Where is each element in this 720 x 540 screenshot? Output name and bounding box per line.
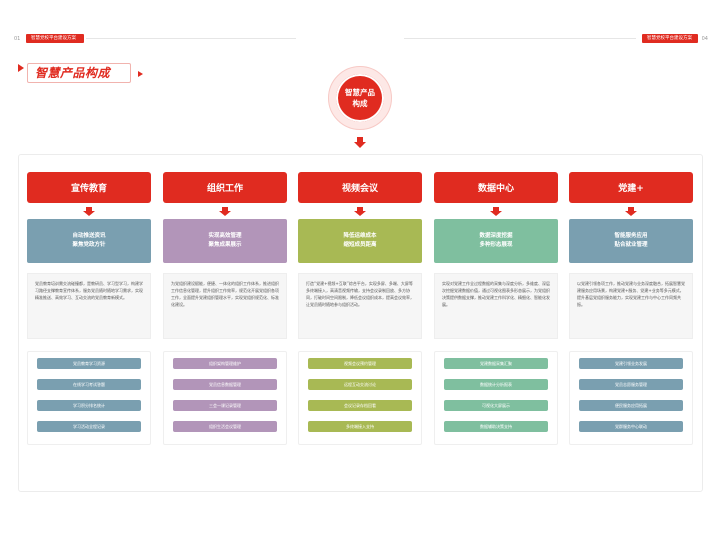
feature-pill: 组织架构管理维护 bbox=[173, 358, 277, 369]
feature-pill: 数据辅助决策支持 bbox=[444, 421, 548, 432]
product-column: 宣传教育自动推送资讯聚焦党政方针党员教育培训需交流碰撞都，是教研员、学习型学习，… bbox=[27, 172, 151, 445]
column-subtitle-box: 降低运维成本缩短成员距离 bbox=[298, 219, 422, 263]
center-down-arrow-icon bbox=[354, 142, 366, 148]
column-subtitle-box: 自动推送资讯聚焦党政方针 bbox=[27, 219, 151, 263]
center-node: 智慧产品构成 bbox=[336, 74, 384, 122]
feature-pill: 多终端接入支持 bbox=[308, 421, 412, 432]
column-subtitle-line: 实现高效管理 bbox=[208, 233, 242, 239]
feature-pill: 会议记录存档回看 bbox=[308, 400, 412, 411]
column-subtitle-line: 贴合就业管理 bbox=[614, 242, 648, 248]
feature-pill: 学习积分排名统计 bbox=[37, 400, 141, 411]
column-description: 为党组织建设赋能，便捷、一体化的组织工作体系，推进组织工作信息化管理，提升组织工… bbox=[163, 273, 287, 339]
column-feature-list: 党建数据采集汇聚数据统计分析报表可视化大屏展示数据辅助决策支持 bbox=[434, 351, 558, 445]
column-feature-list: 党建引领业务发展党员志愿服务管理便民服务应用拓展党群服务中心联动 bbox=[569, 351, 693, 445]
section-title-frame bbox=[27, 63, 131, 83]
down-arrow-icon bbox=[569, 203, 693, 219]
page-number-right: 04 bbox=[701, 36, 708, 42]
section-arrow-icon bbox=[138, 71, 143, 77]
header-tag-left: 智慧党校平台建设方案 bbox=[26, 34, 84, 43]
feature-pill: 远程互动交流讨论 bbox=[308, 379, 412, 390]
product-column: 党建+ 智能服务应用贴合就业管理以党建引领各项工作，推动党建与业务深度融合，拓展智… bbox=[569, 172, 693, 445]
down-arrow-icon bbox=[434, 203, 558, 219]
column-subtitle-line: 智能服务应用 bbox=[614, 233, 648, 239]
feature-pill: 学习活动全程记录 bbox=[37, 421, 141, 432]
section-title: 智慧产品构成 bbox=[35, 66, 111, 80]
column-subtitle-line: 缩短成员距离 bbox=[343, 242, 377, 248]
column-description: 以党建引领各项工作，推动党建与业务深度融合，拓展智慧党建服务应用场景，构建党建+… bbox=[569, 273, 693, 339]
column-description: 打造“党建+视频+互联”综合平台，实现多屏、多端、大屏等多终端接入，高清音视频传… bbox=[298, 273, 422, 339]
column-feature-list: 党员教育学习资源在线学习考试答题学习积分排名统计学习活动全程记录 bbox=[27, 351, 151, 445]
column-feature-list: 组织架构管理维护党员信息数据管理三会一课记录管理组织生活会议管理 bbox=[163, 351, 287, 445]
products-frame bbox=[18, 154, 703, 492]
feature-pill: 党建数据采集汇聚 bbox=[444, 358, 548, 369]
column-title: 数据中心 bbox=[434, 172, 558, 203]
feature-pill: 在线学习考试答题 bbox=[37, 379, 141, 390]
feature-pill: 党群服务中心联动 bbox=[579, 421, 683, 432]
column-description: 党员教育培训需交流碰撞都，是教研员、学习型学习，构建学习路径支撑教育宣传体系，服… bbox=[27, 273, 151, 339]
column-subtitle-line: 降低运维成本 bbox=[343, 233, 377, 239]
down-arrow-icon bbox=[163, 203, 287, 219]
product-column: 数据中心数据深度挖掘多种形态展现实现对党建工作全过程数据的采集与深度分析，多维度… bbox=[434, 172, 558, 445]
column-subtitle-box: 智能服务应用贴合就业管理 bbox=[569, 219, 693, 263]
column-subtitle-line: 聚焦党政方针 bbox=[72, 242, 106, 248]
column-title: 组织工作 bbox=[163, 172, 287, 203]
header-divider-right bbox=[404, 38, 636, 39]
product-column: 视频会议降低运维成本缩短成员距离打造“党建+视频+互联”综合平台，实现多屏、多端… bbox=[298, 172, 422, 445]
feature-pill: 党员教育学习资源 bbox=[37, 358, 141, 369]
feature-pill: 党建引领业务发展 bbox=[579, 358, 683, 369]
column-subtitle-line: 聚焦成果展示 bbox=[208, 242, 242, 248]
feature-pill: 视频会议预约管理 bbox=[308, 358, 412, 369]
product-column: 组织工作实现高效管理聚焦成果展示为党组织建设赋能，便捷、一体化的组织工作体系，推… bbox=[163, 172, 287, 445]
feature-pill: 三会一课记录管理 bbox=[173, 400, 277, 411]
section-deco-triangle-icon bbox=[18, 64, 24, 72]
column-subtitle-line: 数据深度挖掘 bbox=[479, 233, 513, 239]
feature-pill: 数据统计分析报表 bbox=[444, 379, 548, 390]
column-feature-list: 视频会议预约管理远程互动交流讨论会议记录存档回看多终端接入支持 bbox=[298, 351, 422, 445]
column-title: 宣传教育 bbox=[27, 172, 151, 203]
page-number-left: 01 bbox=[14, 36, 21, 42]
feature-pill: 党员志愿服务管理 bbox=[579, 379, 683, 390]
feature-pill: 便民服务应用拓展 bbox=[579, 400, 683, 411]
down-arrow-icon bbox=[298, 203, 422, 219]
feature-pill: 可视化大屏展示 bbox=[444, 400, 548, 411]
feature-pill: 组织生活会议管理 bbox=[173, 421, 277, 432]
column-subtitle-box: 数据深度挖掘多种形态展现 bbox=[434, 219, 558, 263]
header-divider-left bbox=[86, 38, 296, 39]
column-subtitle-box: 实现高效管理聚焦成果展示 bbox=[163, 219, 287, 263]
down-arrow-icon bbox=[27, 203, 151, 219]
column-description: 实现对党建工作全过程数据的采集与深度分析，多维度、深层次挖掘党建数据价值，通过可… bbox=[434, 273, 558, 339]
feature-pill: 党员信息数据管理 bbox=[173, 379, 277, 390]
center-arrow-stem bbox=[357, 137, 363, 142]
header-tag-right: 智慧党校平台建设方案 bbox=[642, 34, 698, 43]
column-title: 党建+ bbox=[569, 172, 693, 203]
column-subtitle-line: 多种形态展现 bbox=[479, 242, 513, 248]
column-title: 视频会议 bbox=[298, 172, 422, 203]
column-subtitle-line: 自动推送资讯 bbox=[72, 233, 106, 239]
